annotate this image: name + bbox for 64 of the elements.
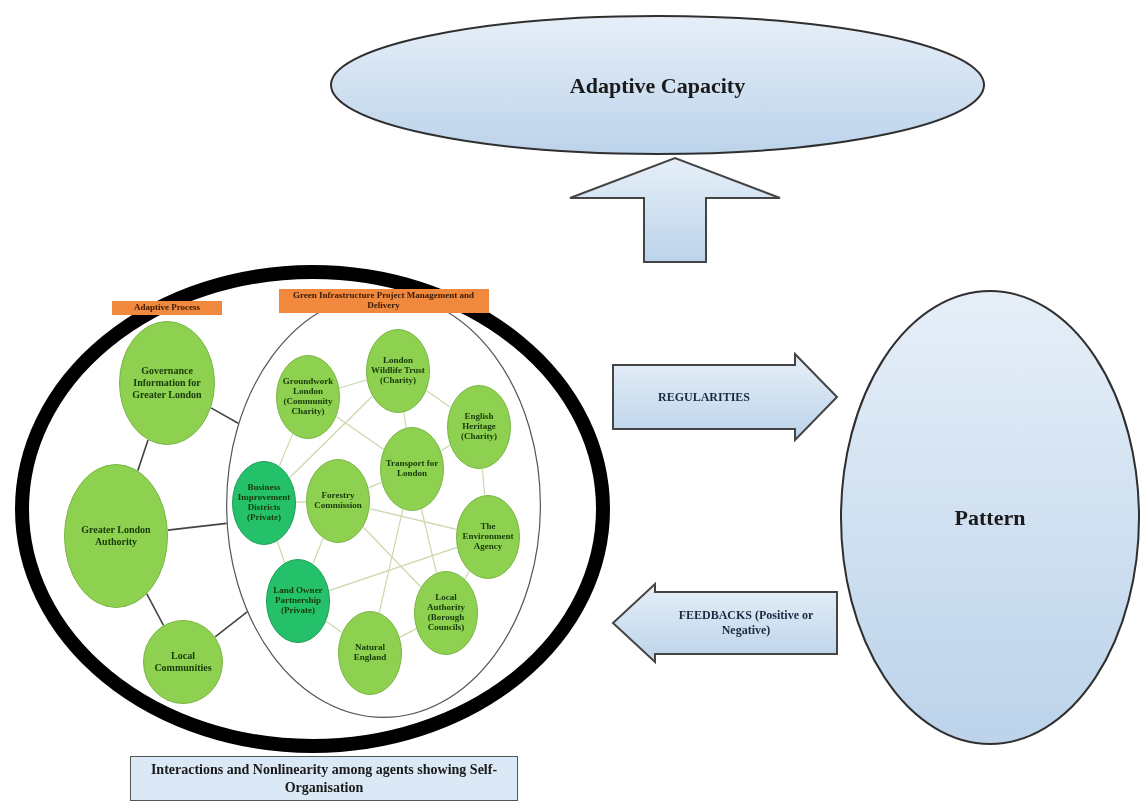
header-tag: Green Infrastructure Project Management and Delivery	[278, 289, 489, 313]
connector-line	[338, 379, 368, 389]
node-label: London Wildlife Trust (Charity)	[370, 356, 426, 386]
node-label: Adaptive Capacity	[569, 71, 746, 100]
connector-line	[278, 433, 294, 467]
edge-label: REGULARITIES	[657, 389, 751, 405]
connector-line	[312, 537, 324, 565]
concept-ellipse	[840, 290, 1140, 745]
agent-ellipse	[266, 559, 330, 643]
agent-ellipse	[380, 427, 444, 511]
connector-line	[210, 407, 240, 425]
connector-line	[214, 611, 248, 638]
node-label: Transport for London	[384, 459, 440, 479]
agent-ellipse	[366, 329, 430, 413]
connector-line	[378, 508, 404, 614]
node-label: Business Improvement Districts (Private)	[236, 483, 292, 523]
node-label: Groundwork London (Community Charity)	[281, 377, 335, 417]
agent-ellipse	[232, 461, 296, 545]
agent-ellipse	[306, 459, 370, 543]
connector-line	[325, 620, 343, 634]
connector-line	[362, 526, 422, 588]
connector-line	[295, 501, 307, 503]
node-label: English Heritage (Charity)	[460, 412, 498, 442]
connector-line	[403, 411, 407, 429]
agent-ellipse	[143, 620, 223, 704]
caption-box	[130, 756, 518, 801]
agent-ellipse	[447, 385, 511, 469]
connector-line	[167, 522, 228, 531]
connector-line	[289, 395, 373, 479]
node-label: Pattern	[954, 504, 1026, 532]
agent-ellipse	[276, 355, 340, 439]
block-arrow	[611, 581, 838, 665]
connector-line	[464, 570, 470, 580]
connector-line	[328, 546, 458, 592]
connector-line	[276, 540, 286, 564]
node-label: Local Communities	[153, 650, 213, 674]
block-arrow	[569, 156, 781, 263]
concept-ellipse	[330, 15, 985, 155]
node-label: Interactions and Nonlinearity among agents showing Self-Organisation	[149, 761, 499, 796]
connector-line	[440, 444, 451, 452]
connector-line	[368, 507, 458, 531]
agent-ellipse	[338, 611, 402, 695]
connector-line	[335, 416, 385, 450]
edge-label: FEEDBACKS (Positive or Negative)	[677, 608, 815, 638]
node-label: Land Owner Partnership (Private)	[272, 586, 324, 616]
connector-line	[367, 481, 383, 489]
system-ellipse	[15, 265, 610, 753]
connector-line	[420, 508, 438, 574]
node-label: Governance Information for Greater London	[131, 365, 203, 401]
node-label: Local Authority (Borough Councils)	[426, 593, 466, 633]
block-arrow	[612, 351, 839, 443]
connector-line	[481, 468, 486, 496]
agent-ellipse	[456, 495, 520, 579]
connector-line	[146, 593, 165, 627]
node-label: Forestry Commission	[313, 491, 363, 511]
connector-line	[425, 389, 452, 409]
node-label: Greater London Authority	[80, 524, 152, 548]
node-label: The Environment Agency	[461, 522, 515, 552]
connector-line	[399, 628, 417, 638]
agent-ellipse	[64, 464, 168, 608]
connector-line	[137, 439, 149, 472]
agent-ellipse	[414, 571, 478, 655]
header-tag: Adaptive Process	[112, 301, 222, 315]
node-label: Natural England	[352, 643, 388, 663]
